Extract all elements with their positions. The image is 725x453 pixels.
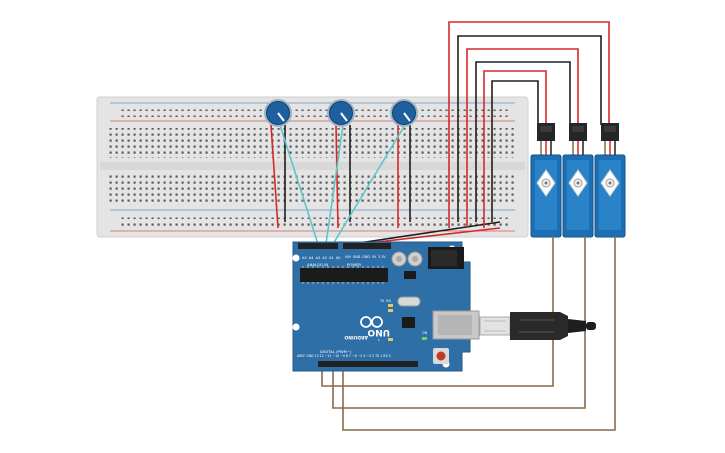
pot-1-vcc-wire — [270, 124, 279, 229]
servos — [530, 123, 626, 238]
digital-label: DIGITAL (PWM~) — [320, 349, 352, 354]
pot-1-signal-wire — [279, 124, 319, 245]
mount-hole — [292, 254, 300, 262]
pot-wires — [270, 124, 411, 245]
servo-2 — [562, 123, 594, 238]
tx-led — [388, 304, 393, 307]
usb-ic — [402, 317, 415, 328]
servo-3-gnd-wire — [457, 35, 602, 222]
rx-led — [388, 309, 393, 312]
servo-1-gnd-wire — [491, 80, 539, 222]
bottom-power-rail — [110, 209, 515, 232]
atmega-chip — [300, 268, 388, 282]
pot-1[interactable] — [264, 99, 292, 127]
terminal-strip-bottom — [108, 174, 516, 204]
pot-2-signal-wire — [325, 124, 344, 245]
servo-3-vcc-wire — [448, 21, 610, 228]
digital-pin-labels: AREFGND1312~11~10~987~6~54~32TX 1RX 0 — [297, 354, 391, 358]
servo-1-signal-wire — [321, 236, 554, 387]
uno-label: UNO — [367, 327, 390, 337]
power-wires — [351, 221, 501, 245]
pot-indicator — [277, 112, 285, 122]
pot-2-vcc-wire — [335, 124, 339, 229]
servo-1-vcc-wire — [483, 70, 547, 228]
servo-2-vcc-wire — [466, 48, 579, 228]
servo-3-signal-wire — [342, 236, 616, 431]
usb-cable-end — [586, 322, 596, 330]
breadboard — [96, 96, 529, 238]
servo-2-gnd-wire — [475, 61, 571, 222]
on-led-label: ON — [422, 331, 428, 335]
power-label: POWER — [347, 262, 361, 267]
potentiometers — [264, 99, 418, 127]
arduino-logo — [360, 316, 383, 328]
analog-in-label: ANALOG IN — [307, 262, 328, 267]
servo-3 — [594, 123, 626, 238]
top-power-rail — [110, 102, 515, 122]
l-led-label: L — [378, 338, 380, 342]
pot-3-signal-wire — [332, 124, 406, 245]
pot-indicator — [340, 112, 348, 122]
usb-plug-body — [510, 312, 568, 340]
digital-header — [318, 361, 418, 367]
center-channel — [100, 162, 525, 170]
usb-cable — [479, 312, 596, 340]
servo-power-wires — [448, 21, 610, 228]
5v-to-rail-wire — [359, 227, 501, 245]
pot-indicator — [403, 112, 411, 122]
pot-3[interactable] — [390, 99, 418, 127]
small-ic — [404, 271, 416, 279]
servo-1 — [530, 123, 562, 238]
gnd-to-rail-wire — [351, 221, 501, 245]
crystal — [397, 296, 421, 307]
usb-plug-metal — [479, 316, 511, 336]
on-led — [422, 337, 427, 340]
analog-header — [298, 243, 338, 249]
terminal-strip-top — [108, 128, 516, 158]
arduino-brand: ARDUINO — [344, 334, 368, 340]
pot-2[interactable] — [327, 99, 355, 127]
l-led — [388, 338, 393, 341]
power-header — [343, 243, 391, 249]
mount-hole — [292, 323, 300, 331]
